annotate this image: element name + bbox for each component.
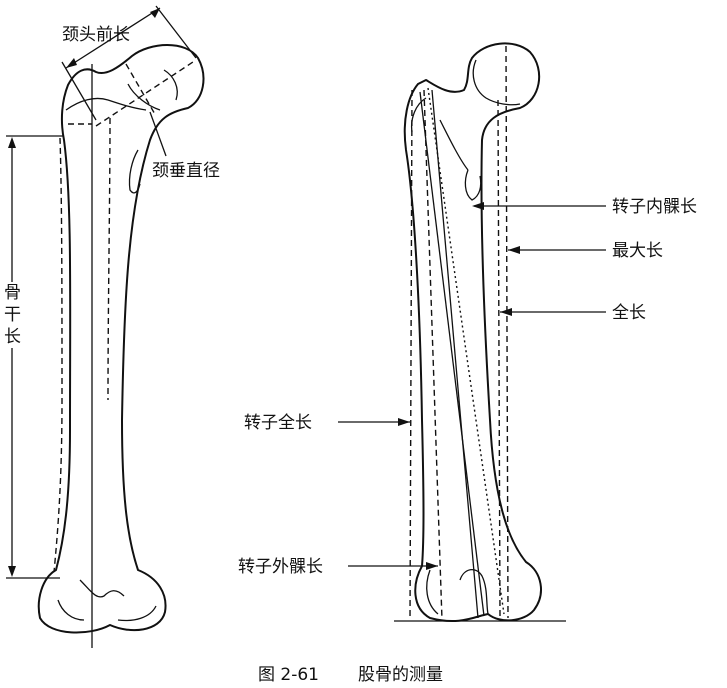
right-femur-outline bbox=[403, 42, 542, 623]
arrowhead-total-length bbox=[500, 308, 512, 316]
left-neck-contour bbox=[127, 83, 161, 111]
trochanter-lateral-condyle-line bbox=[423, 89, 443, 621]
diagonal-measure-line-b bbox=[419, 91, 485, 617]
label-trochanter-medial-condyle-length: 转子内髁长 bbox=[612, 197, 697, 217]
label-neck-head-anterior-length: 颈头前长 bbox=[62, 25, 130, 45]
left-condyle-notch bbox=[79, 579, 125, 598]
neck-head-anterior-arrowhead-left bbox=[66, 58, 77, 68]
right-lesser-trochanter bbox=[464, 169, 482, 201]
neck-vertical-diameter-leader bbox=[149, 111, 167, 157]
left-condyle-lower bbox=[57, 599, 157, 622]
neck-head-anterior-ext-left bbox=[61, 61, 97, 121]
right-condyle-notch bbox=[459, 569, 489, 615]
left-femur bbox=[6, 5, 205, 648]
right-head-contour bbox=[472, 59, 521, 106]
left-lesser-trochanter bbox=[128, 149, 141, 194]
neck-head-anterior-arrowhead-right bbox=[150, 8, 160, 18]
label-maximum-length: 最大长 bbox=[612, 241, 663, 261]
shaft-length-arrowhead-bottom bbox=[8, 566, 16, 577]
left-trochanter-contour bbox=[65, 97, 147, 111]
figure-title: 股骨的测量 bbox=[358, 665, 443, 685]
label-shaft-length-3: 长 bbox=[4, 327, 21, 347]
right-trochanter-contour bbox=[410, 97, 427, 133]
arrowhead-maximum-length bbox=[508, 246, 520, 254]
figure-number: 图 2-61 bbox=[258, 665, 319, 685]
right-intertrochanteric bbox=[439, 119, 469, 171]
total-length-line bbox=[497, 99, 501, 619]
left-femur-outline bbox=[37, 44, 205, 634]
right-femur bbox=[338, 42, 606, 623]
label-shaft-length-2: 干 bbox=[4, 305, 21, 325]
arrowhead-trochanter-lateral-condyle bbox=[426, 562, 438, 570]
label-trochanter-total-length: 转子全长 bbox=[244, 413, 312, 433]
neck-head-anterior-ext-right bbox=[155, 5, 197, 59]
label-shaft-length-1: 骨 bbox=[4, 283, 21, 303]
neck-head-anterior-arrow-line bbox=[65, 7, 161, 69]
diagonal-measure-line-a bbox=[431, 89, 479, 619]
left-shaft-dash-inner bbox=[107, 117, 111, 401]
neck-vertical-diameter-line bbox=[125, 63, 157, 117]
maximum-length-line bbox=[505, 45, 509, 619]
right-condyle-inner bbox=[426, 569, 439, 615]
arrowhead-trochanter-medial-condyle bbox=[472, 202, 484, 210]
left-shaft-dash-outer bbox=[53, 137, 63, 573]
label-trochanter-lateral-condyle-length: 转子外髁长 bbox=[238, 557, 323, 577]
shaft-length-arrowhead-top bbox=[8, 137, 16, 148]
arrowhead-trochanter-total-length bbox=[398, 418, 410, 426]
trochanter-medial-condyle-line bbox=[427, 87, 505, 615]
label-total-length: 全长 bbox=[612, 303, 646, 323]
label-neck-vertical-diameter: 颈垂直径 bbox=[152, 161, 220, 181]
left-head-fovea bbox=[163, 69, 178, 101]
trochanter-total-length-line bbox=[409, 89, 413, 621]
